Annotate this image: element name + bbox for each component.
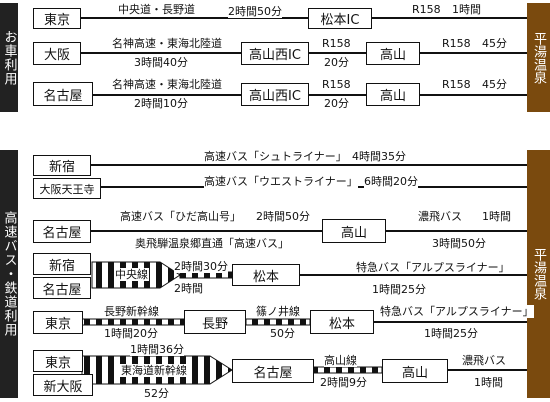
route-label: 中央道・長野道 [118, 3, 195, 16]
travel-time: 20分 [324, 97, 349, 110]
route-label: R158 [322, 78, 351, 91]
origin-tokyo: 東京 [33, 350, 83, 372]
travel-time: 6時間20分 [364, 175, 418, 188]
rail-line-label: 高山線 [324, 354, 357, 367]
node-matsumoto-ic: 松本IC [308, 8, 372, 29]
origin-shinjuku: 新宿 [33, 253, 91, 275]
route-label: 濃飛バス [418, 210, 462, 223]
origin-shinjuku: 新宿 [33, 155, 91, 176]
travel-time: 2時間50分 [256, 210, 310, 223]
travel-time: 4時間35分 [352, 150, 406, 163]
route-label: 高速バス「シュトライナー」 [204, 150, 347, 163]
node-takayama: 高山 [366, 42, 420, 65]
node-matsumoto: 松本 [310, 310, 374, 334]
origin-tokyo: 東京 [33, 8, 81, 29]
travel-time: 1時間25分 [424, 327, 478, 340]
travel-time: 2時間10分 [134, 97, 188, 110]
node-nagano: 長野 [184, 310, 246, 334]
node-takayama-nishi-ic: 高山西IC [241, 42, 309, 65]
origin-shin-osaka: 新大阪 [33, 374, 93, 396]
rail-shinonoi-line [245, 318, 311, 326]
travel-time: 2時間9分 [320, 376, 367, 389]
route-label: 高速バス「ひだ高山号」 [120, 210, 241, 223]
node-takayama-nishi-ic: 高山西IC [241, 83, 309, 106]
route-label: R158 [442, 37, 471, 50]
travel-time: 2時間30分 [174, 260, 228, 273]
travel-time: 2時間50分 [228, 5, 282, 18]
rail-nagano-shinkansen [81, 318, 185, 326]
travel-time: 1時間 [482, 210, 511, 223]
travel-time: 1時間 [452, 3, 481, 16]
origin-nagoya: 名古屋 [33, 220, 91, 243]
route-label: R158 [322, 37, 351, 50]
rail-line-label: 東海道新幹線 [120, 364, 188, 377]
route-label: 濃飛バス [462, 354, 506, 367]
travel-time: 45分 [482, 78, 507, 91]
route-label: 名神高速・東海北陸道 [112, 37, 222, 50]
rail-line-label: 中央線 [114, 268, 149, 281]
travel-time: 3時間40分 [134, 56, 188, 69]
origin-osaka-tennoji: 大阪天王寺 [33, 178, 101, 199]
travel-time: 45分 [482, 37, 507, 50]
node-takayama: 高山 [322, 219, 386, 243]
route-label: 特急バス「アルプスライナー」 [380, 305, 534, 318]
transit-destination-hirayu: 平湯温泉 [527, 150, 550, 398]
rail-takayama-line [313, 366, 383, 374]
node-takayama: 高山 [366, 83, 420, 106]
origin-nagoya: 名古屋 [33, 82, 93, 106]
travel-time: 20分 [324, 56, 349, 69]
route-label: 高速バス「ウエストライナー」 [204, 175, 358, 188]
route-label: R158 [412, 3, 441, 16]
origin-osaka: 大阪 [33, 42, 81, 65]
node-takayama: 高山 [382, 359, 448, 383]
travel-time: 3時間50分 [432, 237, 486, 250]
rail-line-label: 長野新幹線 [104, 305, 159, 318]
travel-time: 52分 [144, 387, 169, 400]
route-label: R158 [442, 78, 471, 91]
node-nagoya: 名古屋 [232, 359, 314, 383]
travel-time: 2時間 [174, 282, 203, 295]
travel-time: 1時間 [474, 376, 503, 389]
rail-line-label: 篠ノ井線 [256, 305, 300, 318]
route-label: 奥飛騨温泉郷直通「高速バス」 [135, 237, 289, 250]
car-destination-hirayu: 平湯温泉 [527, 3, 550, 112]
route-label: 名神高速・東海北陸道 [112, 78, 222, 91]
travel-time: 1時間20分 [104, 327, 158, 340]
travel-time: 50分 [270, 327, 295, 340]
travel-time: 1時間36分 [130, 343, 184, 356]
origin-nagoya: 名古屋 [33, 277, 91, 299]
node-matsumoto: 松本 [232, 264, 300, 286]
car-section-title: お車利用 [0, 3, 18, 112]
travel-time: 1時間25分 [372, 283, 426, 296]
route-label: 特急バス「アルプスライナー」 [356, 261, 510, 274]
origin-tokyo: 東京 [33, 311, 83, 334]
transit-section-title: 高速バス・鉄道利用 [0, 150, 18, 398]
